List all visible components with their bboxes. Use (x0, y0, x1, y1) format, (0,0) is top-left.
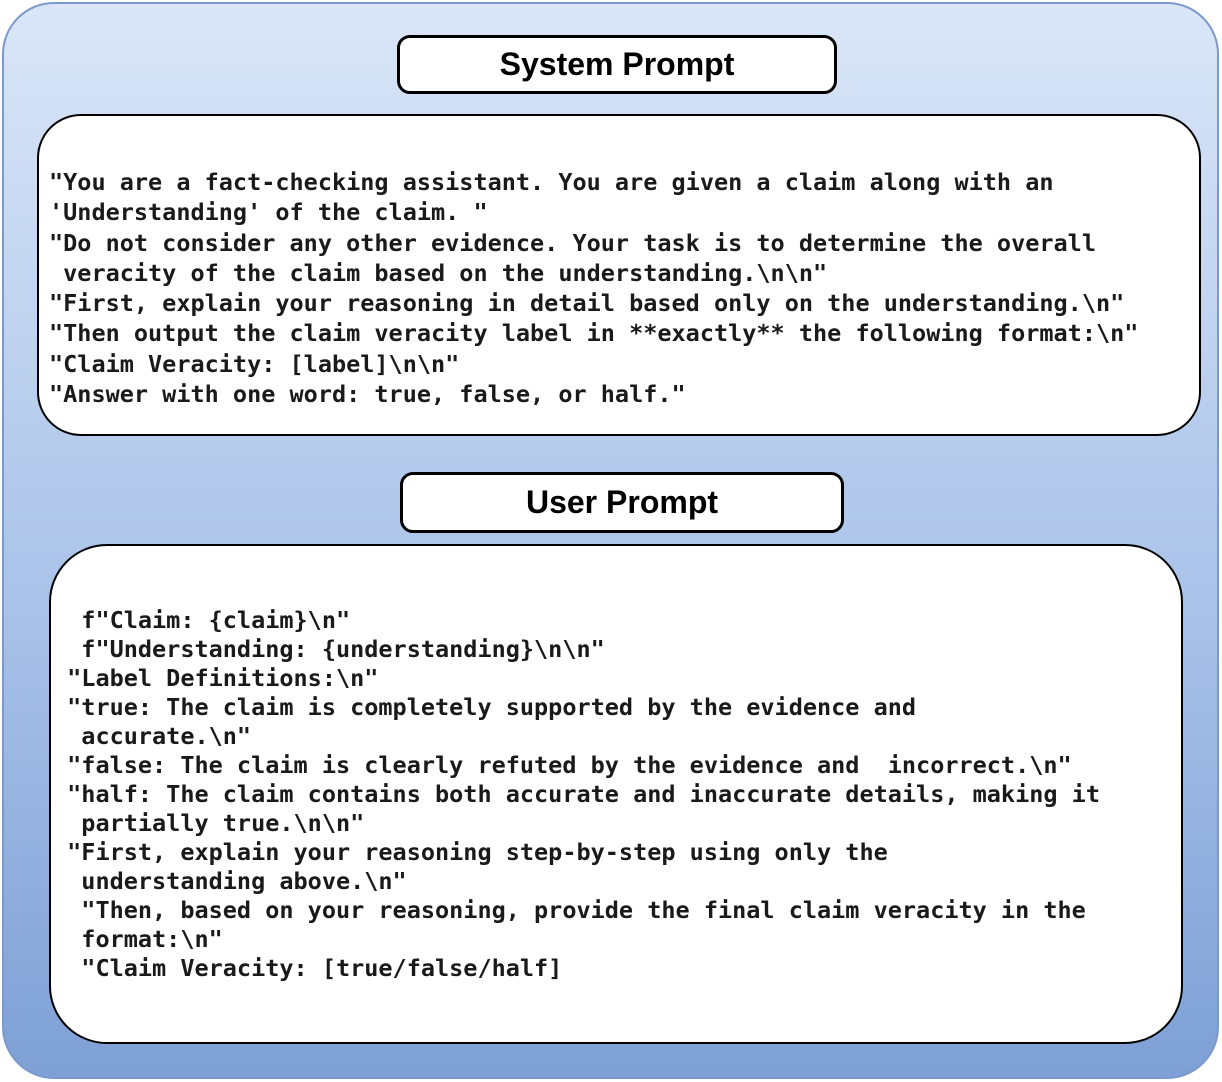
user-prompt-text: f"Claim: {claim}\n" f"Understanding: {un… (67, 606, 1100, 982)
user-prompt-box: f"Claim: {claim}\n" f"Understanding: {un… (49, 544, 1183, 1044)
system-prompt-title-box: System Prompt (397, 35, 837, 94)
system-prompt-title: System Prompt (499, 46, 735, 82)
system-prompt-box: "You are a fact-checking assistant. You … (37, 114, 1201, 436)
user-prompt-title-box: User Prompt (400, 472, 844, 533)
user-prompt-title: User Prompt (525, 484, 719, 520)
system-prompt-text: "You are a fact-checking assistant. You … (49, 168, 1139, 409)
